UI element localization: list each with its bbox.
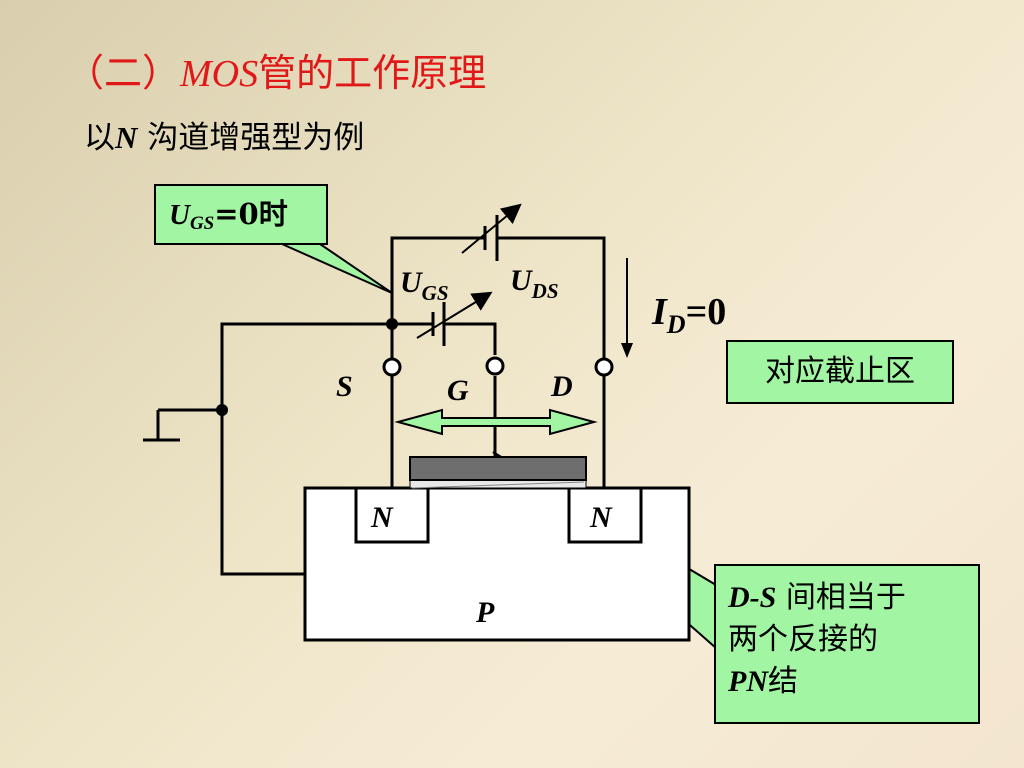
gate-terminal-icon [485,356,505,376]
n-left-label: N [370,501,394,534]
ugs-battery-icon [416,291,493,346]
junction-dot-top [386,318,398,330]
pn-junction-callout: D-S 间相当于 两个反接的 PN结 [714,564,980,724]
ground-icon [143,410,180,442]
uds-label: UDS [510,264,559,303]
current-arrow-icon [621,258,633,358]
ugs-callout-pointer [281,243,393,294]
n-right-label: N [589,501,613,534]
source-terminal-icon [382,357,402,377]
source-label: S [336,370,353,403]
drain-terminal-icon [594,357,614,377]
title-mos: MOS [180,53,259,95]
gate-label: G [447,374,469,407]
uds-battery-icon [461,203,522,261]
cutoff-region-callout: 对应截止区 [726,340,954,404]
page-title: （二）MOS管的工作原理 [66,51,487,95]
green-double-arrow-icon [394,408,598,436]
wire-body [220,322,392,576]
id-label: ID=0 [651,291,726,339]
subtitle: 以N 沟道增强型为例 [84,120,365,156]
gate-electrode [409,456,587,481]
ugs-zero-callout: UGS=0时 [154,184,328,245]
drain-label: D [550,370,573,403]
ugs-label: UGS [400,266,449,305]
subtitle-n: N [115,120,138,155]
wire-ugs-right [444,322,497,355]
n-region-right [567,486,643,544]
wire-top-right [497,236,606,360]
junction-dot-ground [216,404,228,416]
p-label: P [475,596,495,629]
